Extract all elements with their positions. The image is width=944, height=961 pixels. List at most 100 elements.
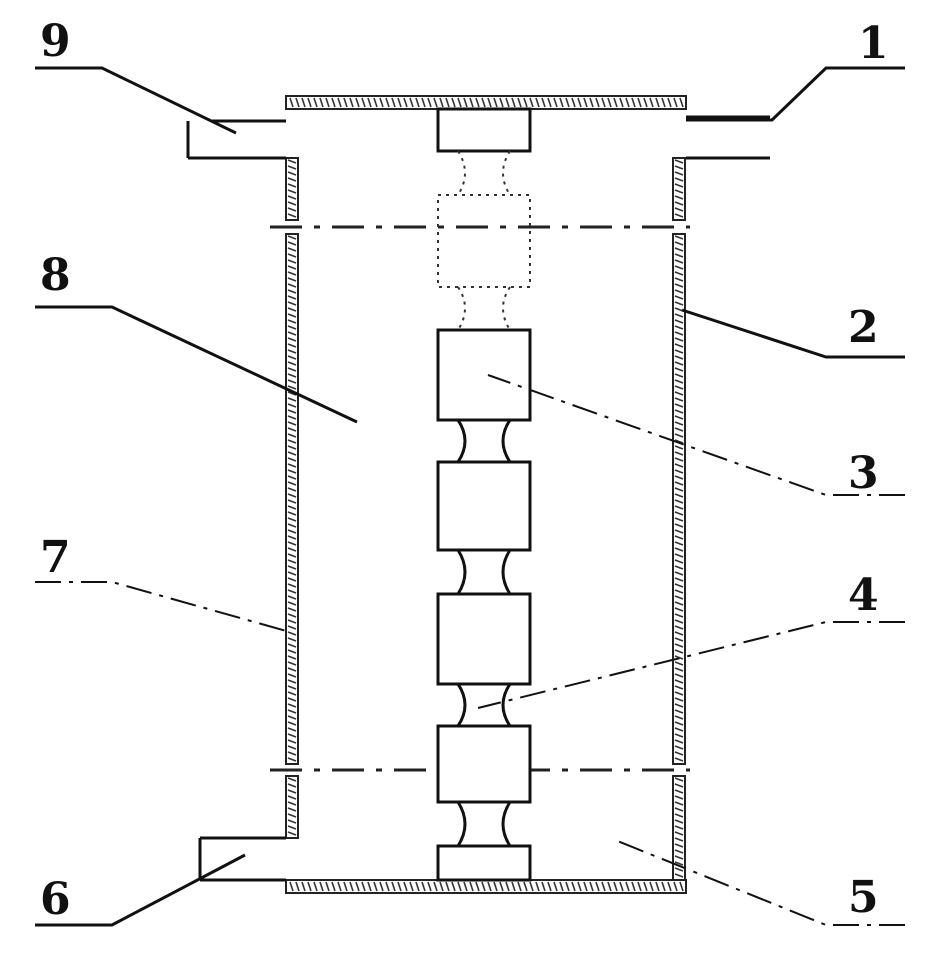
hatch-mark xyxy=(674,727,684,732)
column-block-4 xyxy=(436,724,532,804)
hatch-mark xyxy=(674,475,684,480)
hatch-mark xyxy=(427,97,432,108)
hatch-mark xyxy=(287,547,297,552)
hatch-mark xyxy=(433,881,438,892)
hatch-mark xyxy=(655,97,660,108)
hatch-mark xyxy=(287,625,297,630)
hatch-mark xyxy=(481,881,486,892)
hatch-mark xyxy=(287,733,297,738)
top-wall-hatching xyxy=(289,97,684,108)
hatch-mark xyxy=(287,541,297,546)
hatch-mark xyxy=(679,881,684,892)
left-shell-wall xyxy=(285,157,299,839)
label-6: 6 xyxy=(40,874,71,925)
hatch-mark xyxy=(337,97,342,108)
hatch-mark xyxy=(433,97,438,108)
hatch-mark xyxy=(287,673,297,678)
hatch-mark xyxy=(287,361,297,366)
hatch-mark xyxy=(637,97,642,108)
hatch-mark xyxy=(287,373,297,378)
hatch-mark xyxy=(287,595,297,600)
hatch-mark xyxy=(511,881,516,892)
hatch-mark xyxy=(547,881,552,892)
column-block-bottom xyxy=(436,844,532,882)
hatch-mark xyxy=(287,415,297,420)
hatch-mark xyxy=(674,247,684,252)
hatch-mark xyxy=(674,301,684,306)
hatch-mark xyxy=(674,795,684,800)
hatch-mark xyxy=(287,397,297,402)
column-block-hidden xyxy=(437,194,531,288)
hatch-mark xyxy=(674,751,684,756)
hatch-mark xyxy=(571,97,576,108)
leader-6 xyxy=(35,853,246,927)
hatch-mark xyxy=(674,757,684,762)
hatch-mark xyxy=(674,241,684,246)
hatch-mark xyxy=(457,881,462,892)
hatch-mark xyxy=(674,709,684,714)
top-wall xyxy=(285,95,687,110)
hatch-mark xyxy=(493,97,498,108)
left-wall-hatching xyxy=(287,159,297,836)
hatch-mark xyxy=(337,881,342,892)
hatch-mark xyxy=(287,481,297,486)
hatch-mark xyxy=(287,427,297,432)
hatch-mark xyxy=(287,337,297,342)
hatch-mark xyxy=(287,655,297,660)
hatch-mark xyxy=(287,721,297,726)
hatch-mark xyxy=(325,97,330,108)
hatch-mark xyxy=(613,881,618,892)
hatch-mark xyxy=(674,295,684,300)
label-2: 2 xyxy=(848,302,879,353)
hatch-mark xyxy=(287,313,297,318)
hatch-mark xyxy=(674,619,684,624)
hatch-mark xyxy=(559,881,564,892)
hatch-mark xyxy=(674,745,684,750)
hatch-mark xyxy=(674,463,684,468)
bottom-wall-hatching xyxy=(289,881,684,892)
hatch-mark xyxy=(674,661,684,666)
hatch-mark xyxy=(287,565,297,570)
hatch-mark xyxy=(631,881,636,892)
hatch-mark xyxy=(427,881,432,892)
hatch-mark xyxy=(529,881,534,892)
hatch-mark xyxy=(287,517,297,522)
hatch-mark xyxy=(439,97,444,108)
hatch-mark xyxy=(287,795,297,800)
hatch-mark xyxy=(674,825,684,830)
hatch-mark xyxy=(674,195,684,200)
hatch-mark xyxy=(674,783,684,788)
hatch-mark xyxy=(409,97,414,108)
hatch-mark xyxy=(403,97,408,108)
hatch-mark xyxy=(674,409,684,414)
hatch-mark xyxy=(674,739,684,744)
hatch-mark xyxy=(385,881,390,892)
hatch-mark xyxy=(674,553,684,558)
hatch-mark xyxy=(415,97,420,108)
hatch-mark xyxy=(475,881,480,892)
hatch-mark xyxy=(287,259,297,264)
hatch-mark xyxy=(343,881,348,892)
hatch-mark xyxy=(287,367,297,372)
hatch-mark xyxy=(674,715,684,720)
hatch-mark xyxy=(517,97,522,108)
column-block-3 xyxy=(436,592,532,686)
hatch-mark xyxy=(674,213,684,218)
hatch-mark xyxy=(499,97,504,108)
column-block-1 xyxy=(436,328,532,422)
hatch-mark xyxy=(674,481,684,486)
hatch-mark xyxy=(287,583,297,588)
hatch-mark xyxy=(674,421,684,426)
hatch-mark xyxy=(287,247,297,252)
hatch-mark xyxy=(674,277,684,282)
hatch-mark xyxy=(287,667,297,672)
hatch-mark xyxy=(674,601,684,606)
hatch-mark xyxy=(287,813,297,818)
hatch-mark xyxy=(674,523,684,528)
label-4: 4 xyxy=(848,570,879,621)
hatch-mark xyxy=(295,881,300,892)
hatch-mark xyxy=(661,97,666,108)
hatch-mark xyxy=(287,783,297,788)
hatch-mark xyxy=(595,97,600,108)
hatch-mark xyxy=(287,487,297,492)
